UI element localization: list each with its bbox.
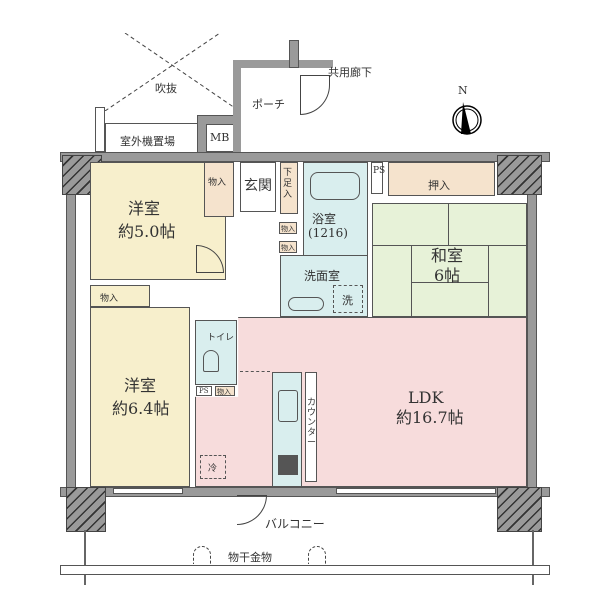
outdoor-post [95,107,105,152]
oshiire-label: 押入 [428,179,450,192]
tatami-line [448,203,449,245]
common-corridor-label: 共用廊下 [328,66,372,79]
ldk[interactable] [195,317,527,487]
storage-closet-2-label: 物入 [100,294,119,304]
storage-closet-2[interactable] [90,285,150,307]
entrance-label: 玄関 [244,178,272,194]
top-wall [60,152,550,162]
storage-small-2[interactable] [279,241,297,253]
column-bottom-left [66,487,106,532]
column-top-right [497,155,542,195]
fukinuke-label: 吹抜 [155,82,177,95]
mb-label: MB [210,131,230,144]
counter-label: カウンター [307,398,317,448]
drying-hook-right [308,546,326,564]
tatami-line [411,245,412,317]
ldk-name: LDK [408,388,444,407]
washroom[interactable] [280,255,368,317]
compass-north-label: N [458,84,468,97]
tatami-line [488,245,489,317]
compass-icon [452,102,482,135]
ldk-size: 約16.7帖 [396,408,464,427]
bottom-wall [60,487,550,497]
ps-shaft-toilet-label: PS [199,387,209,395]
japanese-room[interactable] [372,203,527,317]
ldk-dashed-line [240,371,270,372]
fukinuke-cross [105,33,235,111]
washroom-label: 洗面室 [304,269,341,283]
japanese-room-name: 和室 [431,246,464,265]
western-room-2-name: 洋室 [124,376,157,395]
bathtub-icon [310,172,360,200]
storage-closet-1-label: 物入 [208,178,227,188]
oshiire-closet[interactable] [388,162,495,196]
storage-small-1-label: 物入 [281,225,295,233]
tatami-line [411,282,488,283]
balcony-label: バルコニー [265,517,325,531]
storage-toilet[interactable] [215,386,235,396]
fridge-space [200,455,226,479]
toilet-icon [203,350,219,372]
storage-small-1[interactable] [279,222,297,234]
fukinuke-area [105,33,235,111]
drying-hardware-label: 物干金物 [228,551,272,564]
outdoor-unit-label: 室外機置場 [120,135,175,148]
porch-label: ポーチ [252,98,285,111]
column-bottom-right [497,487,542,532]
counter [305,372,317,482]
tatami-line [372,245,527,246]
balcony-rail [60,565,550,575]
storage-toilet-label: 物入 [217,388,231,396]
balcony-post [532,530,534,585]
western-room-2-size: 約6.4帖 [112,399,170,418]
western-room-2[interactable] [90,307,190,487]
washer-label: 洗 [342,294,353,307]
japanese-room-size: 6帖 [434,266,461,285]
toilet-label: トイレ [207,333,235,343]
window [336,488,496,494]
porch-post [289,40,299,68]
window [113,488,183,494]
western-room-1-name: 洋室 [128,199,161,218]
entrance[interactable] [240,162,276,212]
right-wall [527,155,537,495]
balcony-door-swing[interactable] [237,495,267,525]
kitchen-sink-icon [278,390,298,422]
ps-shaft-toilet [196,386,212,396]
sink-icon [288,297,324,311]
western-room-1-size: 約5.0帖 [118,222,176,241]
drying-hook-left [193,546,211,564]
bathroom-name: 浴室 [312,212,337,226]
bathroom-size: (1216) [308,226,348,240]
ps-shaft-top-label: PS [373,166,386,176]
fridge-label: 冷 [208,464,218,474]
mb-box [206,124,234,152]
washer-space [333,285,363,313]
ps-shaft-top [371,162,383,194]
balcony-post [84,530,86,585]
shoe-storage[interactable] [280,162,298,214]
left-wall [66,155,76,495]
stove-icon [278,455,298,475]
shoe-storage-label: 下足入 [283,168,293,200]
storage-closet-1[interactable] [204,162,234,217]
storage-small-2-label: 物入 [281,244,295,252]
